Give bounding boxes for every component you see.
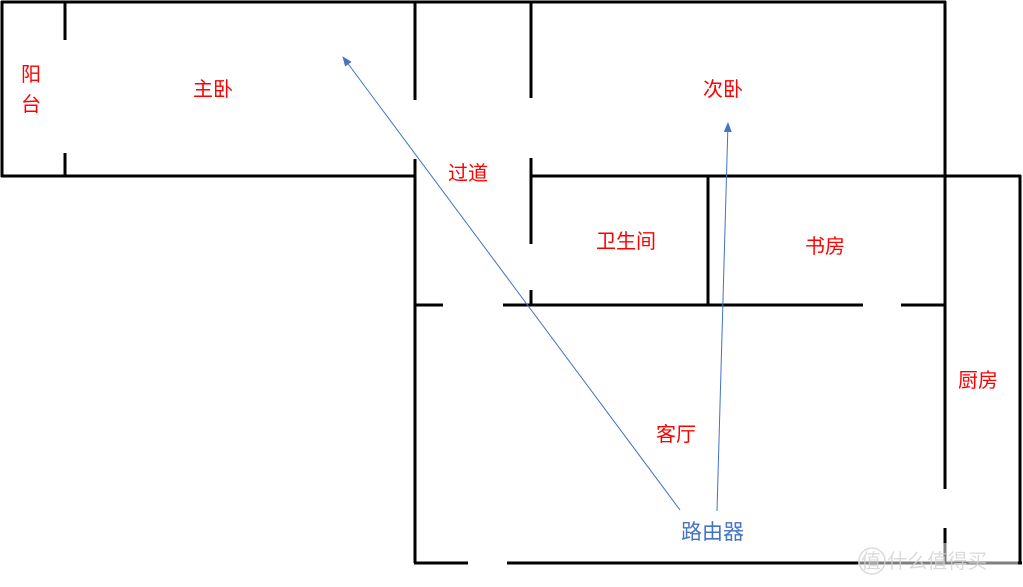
label-hallway: 过道 [448, 161, 488, 185]
router-label: 路由器 [681, 520, 744, 544]
label-balcony-line2: 台 [21, 92, 41, 116]
label-study: 书房 [805, 234, 845, 258]
signal-to-master-bedroom [342, 56, 681, 511]
label-second-bedroom: 次卧 [703, 77, 743, 101]
label-balcony-line1: 阳 [21, 62, 41, 86]
watermark: 值 什么值得买 [858, 543, 1018, 575]
watermark-text: 值 什么值得买 [861, 549, 987, 573]
label-master-bedroom: 主卧 [193, 77, 233, 101]
signal-paths [342, 56, 732, 512]
label-living-room: 客厅 [656, 422, 696, 446]
watermark-logo-icon [858, 547, 886, 575]
label-bathroom: 卫生间 [596, 229, 656, 253]
room-labels: 阳 台 主卧 过道 次卧 卫生间 书房 客厅 厨房 [21, 62, 998, 446]
signal-to-second-bedroom [716, 122, 732, 512]
label-kitchen: 厨房 [958, 368, 998, 392]
walls [0, 0, 1022, 565]
